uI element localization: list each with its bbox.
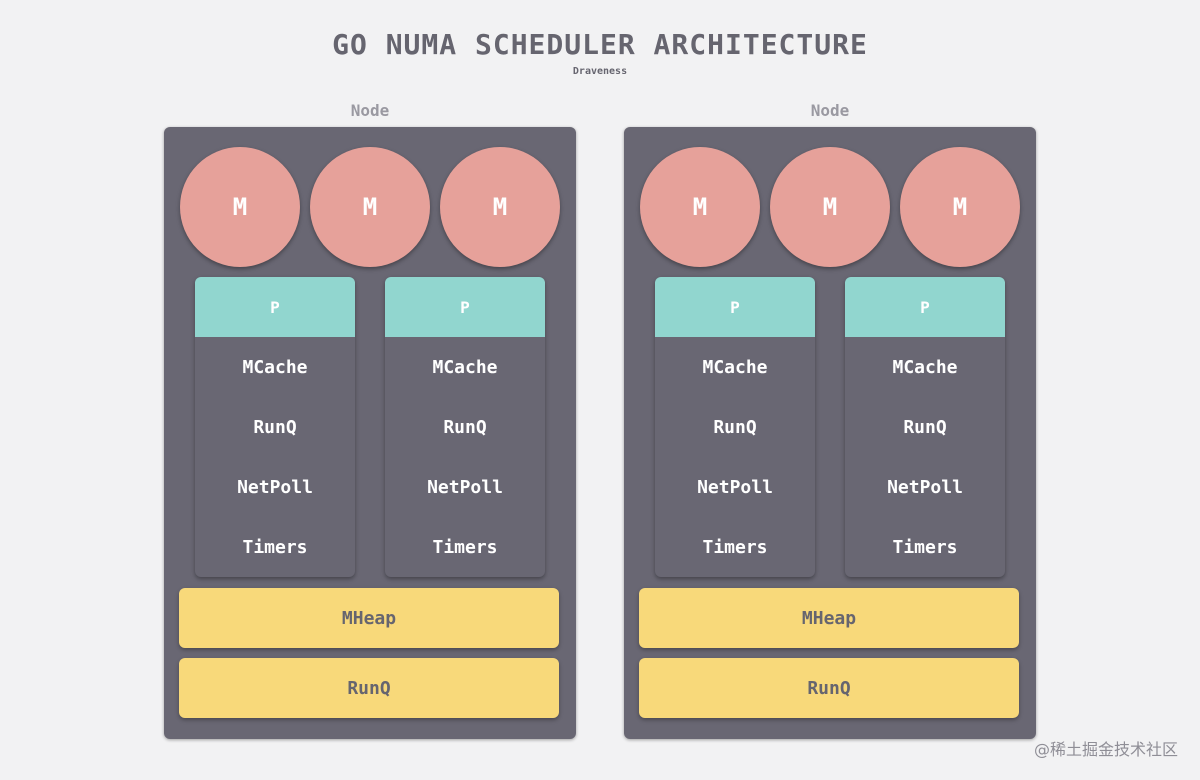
machine-circle: M bbox=[770, 147, 890, 267]
processor-header: P bbox=[195, 277, 355, 337]
processor-item-netpoll: NetPoll bbox=[237, 476, 313, 498]
numa-node: M M M P MCache RunQ NetPoll Timers P MCa… bbox=[624, 127, 1036, 739]
diagram-subtitle: Draveness bbox=[572, 66, 628, 77]
processor-item-mcache: MCache bbox=[432, 356, 498, 378]
processor-item-timers: Timers bbox=[432, 536, 498, 558]
processor-header: P bbox=[845, 277, 1005, 337]
processor-block: P MCache RunQ NetPoll Timers bbox=[385, 277, 545, 577]
machine-circle: M bbox=[640, 147, 760, 267]
processor-item-runq: RunQ bbox=[903, 416, 947, 438]
processor-block: P MCache RunQ NetPoll Timers bbox=[845, 277, 1005, 577]
machine-circle: M bbox=[180, 147, 300, 267]
mheap-bar: MHeap bbox=[639, 588, 1019, 648]
processor-block: P MCache RunQ NetPoll Timers bbox=[195, 277, 355, 577]
processor-item-runq: RunQ bbox=[713, 416, 757, 438]
processor-item-netpoll: NetPoll bbox=[427, 476, 503, 498]
processor-item-timers: Timers bbox=[702, 536, 768, 558]
processor-item-netpoll: NetPoll bbox=[697, 476, 773, 498]
processor-header: P bbox=[655, 277, 815, 337]
mheap-bar: MHeap bbox=[179, 588, 559, 648]
processor-item-mcache: MCache bbox=[702, 356, 768, 378]
processor-item-mcache: MCache bbox=[892, 356, 958, 378]
machine-circle: M bbox=[310, 147, 430, 267]
processor-block: P MCache RunQ NetPoll Timers bbox=[655, 277, 815, 577]
processor-item-timers: Timers bbox=[892, 536, 958, 558]
processor-item-netpoll: NetPoll bbox=[887, 476, 963, 498]
processor-item-timers: Timers bbox=[242, 536, 308, 558]
node-label: Node bbox=[810, 101, 850, 120]
processor-item-runq: RunQ bbox=[253, 416, 297, 438]
diagram-title: GO NUMA SCHEDULER ARCHITECTURE bbox=[332, 28, 868, 61]
machine-circle: M bbox=[900, 147, 1020, 267]
node-label: Node bbox=[350, 101, 390, 120]
processor-item-runq: RunQ bbox=[443, 416, 487, 438]
global-runq-bar: RunQ bbox=[179, 658, 559, 718]
watermark-text: @稀土掘金技术社区 bbox=[1033, 740, 1178, 759]
machine-circle: M bbox=[440, 147, 560, 267]
numa-node: M M M P MCache RunQ NetPoll Timers P MCa… bbox=[164, 127, 576, 739]
processor-header: P bbox=[385, 277, 545, 337]
global-runq-bar: RunQ bbox=[639, 658, 1019, 718]
processor-item-mcache: MCache bbox=[242, 356, 308, 378]
